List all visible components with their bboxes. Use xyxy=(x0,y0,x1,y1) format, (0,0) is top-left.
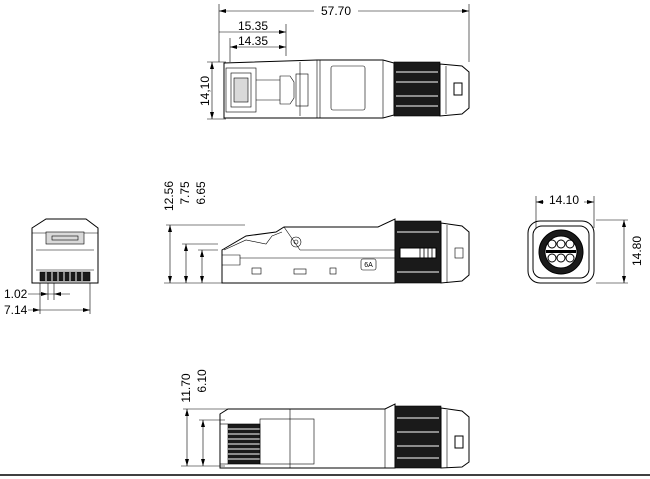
dim-bottom-height-low: 6.10 xyxy=(195,369,209,393)
dim-end-height: 14.80 xyxy=(630,236,644,266)
top-view: 57.70 15.35 14.35 14,10 xyxy=(198,3,470,120)
dim-front-pin-span: 7.14 xyxy=(4,303,28,317)
dim-side-height-mid: 7.75 xyxy=(178,181,192,205)
dim-bottom-height-total: 11.70 xyxy=(179,373,193,402)
dim-side-height-total: 12.56 xyxy=(162,181,176,211)
dim-end-width: 14.10 xyxy=(549,193,579,207)
dim-side-height-low: 6.65 xyxy=(194,181,208,205)
bottom-view: 11.70 6.10 xyxy=(179,369,470,469)
dim-top-width: 14,10 xyxy=(198,76,212,106)
dim-top-length-a: 15.35 xyxy=(238,19,268,33)
dim-top-length-b: 14.35 xyxy=(238,34,268,48)
dim-front-pin-pitch: 1.02 xyxy=(4,287,28,301)
side-view: 12.56 7.75 6.65 6A xyxy=(162,181,470,284)
category-marking: 6A xyxy=(364,262,373,269)
front-view: 1.02 7.14 xyxy=(4,218,99,317)
dim-top-overall-length: 57.70 xyxy=(321,4,351,18)
rear-view: 14.10 14.80 xyxy=(527,192,644,284)
